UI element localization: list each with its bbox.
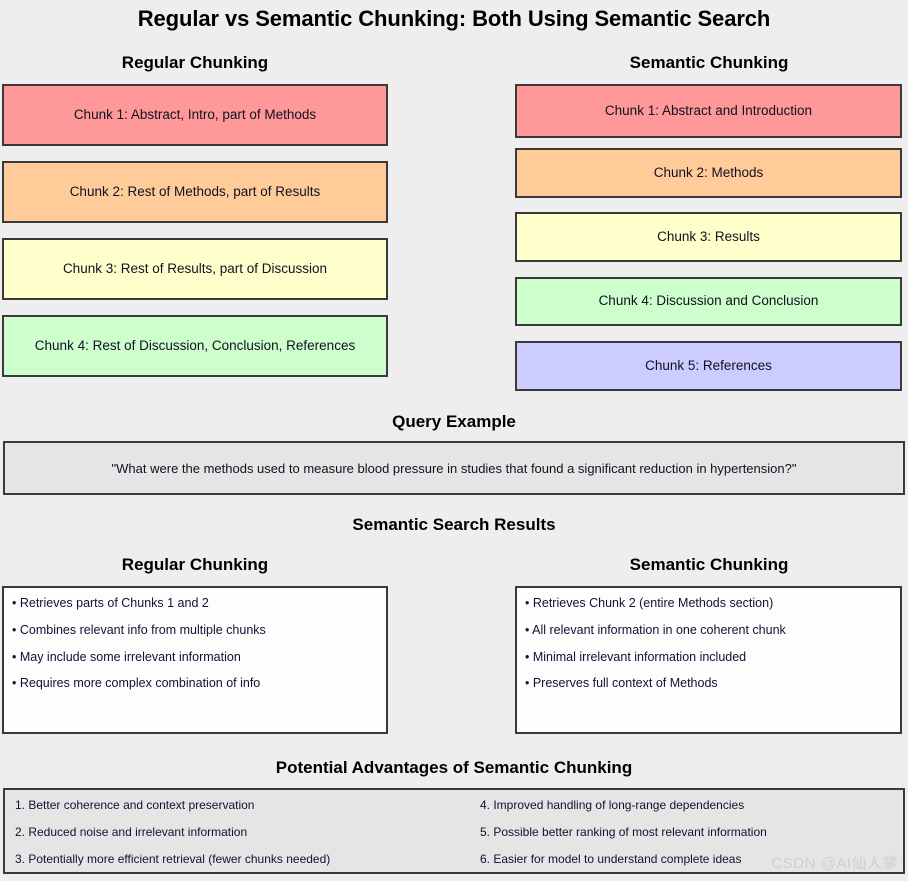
- list-item: 2. Reduced noise and irrelevant informat…: [15, 825, 248, 840]
- list-item: • May include some irrelevant informatio…: [12, 649, 241, 664]
- results-heading-regular: Regular Chunking: [121, 555, 269, 574]
- regular-chunk-4[interactable]: Chunk 4: Rest of Discussion, Conclusion,…: [2, 315, 388, 377]
- results-box-regular: • Retrieves parts of Chunks 1 and 2 • Co…: [2, 586, 388, 734]
- regular-chunk-2[interactable]: Chunk 2: Rest of Methods, part of Result…: [2, 161, 388, 223]
- regular-chunk-3[interactable]: Chunk 3: Rest of Results, part of Discus…: [2, 238, 388, 300]
- list-item: • Retrieves Chunk 2 (entire Methods sect…: [525, 596, 774, 610]
- query-text-box: "What were the methods used to measure b…: [3, 441, 905, 495]
- list-item: • Combines relevant info from multiple c…: [12, 622, 266, 637]
- semantic-chunk-3[interactable]: Chunk 3: Results: [515, 212, 902, 262]
- regular-chunk-1[interactable]: Chunk 1: Abstract, Intro, part of Method…: [2, 84, 388, 146]
- advantages-column-left: 1. Better coherence and context preserva…: [15, 798, 331, 881]
- list-item: 6. Easier for model to understand comple…: [480, 852, 742, 867]
- advantages-box: 1. Better coherence and context preserva…: [3, 788, 905, 874]
- list-item: • All relevant information in one cohere…: [525, 622, 786, 637]
- semantic-chunk-5[interactable]: Chunk 5: References: [515, 341, 902, 391]
- column-heading-regular: Regular Chunking: [121, 53, 269, 72]
- page-title: Regular vs Semantic Chunking: Both Using…: [137, 6, 771, 31]
- query-text: "What were the methods used to measure b…: [111, 460, 797, 476]
- list-item: 3. Potentially more efficient retrieval …: [15, 852, 331, 867]
- semantic-chunk-1[interactable]: Chunk 1: Abstract and Introduction: [515, 84, 902, 138]
- semantic-chunk-2[interactable]: Chunk 2: Methods: [515, 148, 902, 198]
- results-box-semantic: • Retrieves Chunk 2 (entire Methods sect…: [515, 586, 902, 734]
- list-item: • Preserves full context of Methods: [525, 676, 718, 691]
- query-section-title: Query Example: [392, 412, 516, 431]
- list-item: 5. Possible better ranking of most relev…: [480, 825, 767, 840]
- results-heading-semantic: Semantic Chunking: [629, 555, 789, 574]
- advantages-column-right: 4. Improved handling of long-range depen…: [480, 798, 767, 881]
- semantic-chunk-4[interactable]: Chunk 4: Discussion and Conclusion: [515, 277, 902, 326]
- advantages-section-title: Potential Advantages of Semantic Chunkin…: [275, 758, 633, 777]
- list-item: • Requires more complex combination of i…: [12, 676, 261, 691]
- column-heading-semantic: Semantic Chunking: [629, 53, 789, 72]
- list-item: 1. Better coherence and context preserva…: [15, 798, 255, 812]
- list-item: • Minimal irrelevant information include…: [525, 649, 747, 664]
- list-item: 4. Improved handling of long-range depen…: [480, 798, 745, 812]
- results-section-title: Semantic Search Results: [352, 515, 556, 534]
- list-item: • Retrieves parts of Chunks 1 and 2: [12, 596, 209, 610]
